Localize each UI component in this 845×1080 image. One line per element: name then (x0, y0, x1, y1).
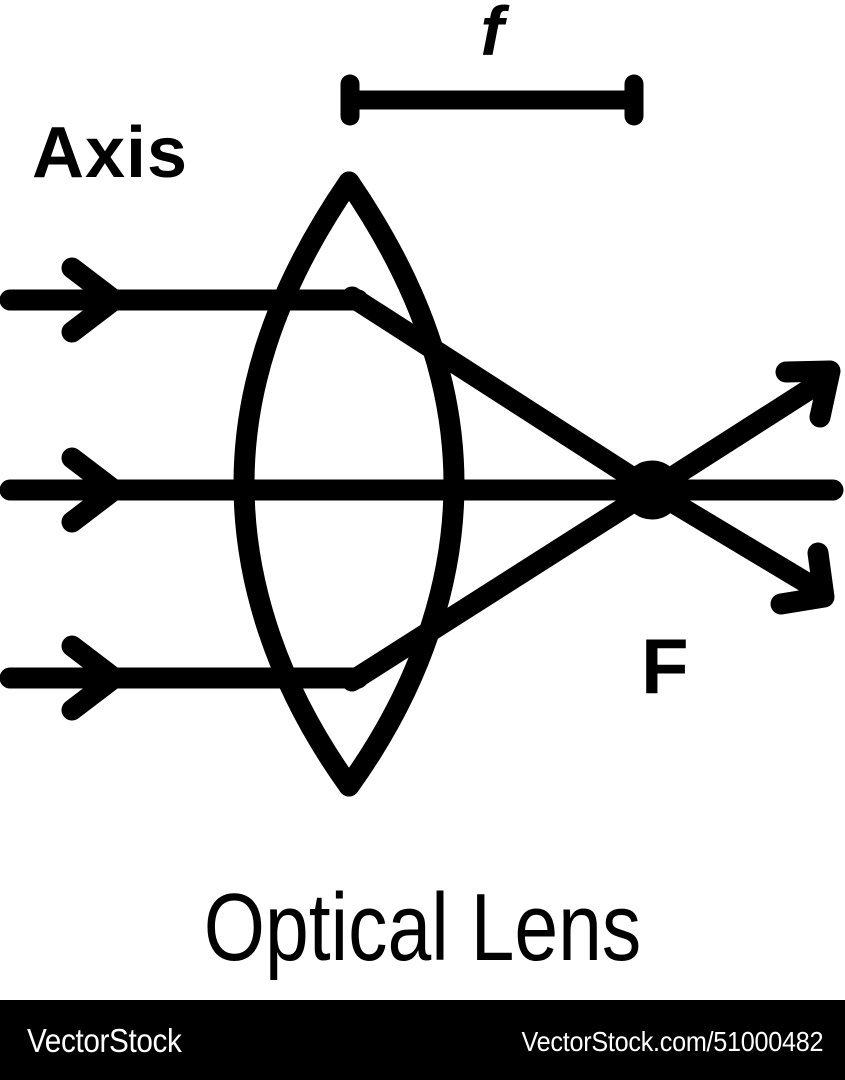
focal-length-label: f (480, 0, 510, 70)
lens-right-surface (338, 171, 465, 797)
diagram-title: Optical Lens (203, 874, 642, 981)
incoming-ray-top-arrowhead (61, 257, 125, 343)
watermark-footer: VectorStock VectorStock.com/51000482 (0, 1000, 845, 1080)
incoming-ray-middle-arrowhead (61, 447, 125, 533)
biconvex-lens (233, 171, 465, 797)
outgoing-ray-lower (641, 479, 828, 600)
incoming-ray-bottom-arrowhead (61, 635, 125, 721)
outgoing-ray-upper (641, 369, 835, 501)
outgoing-ray-lower-arrowhead (770, 542, 835, 615)
incoming-rays (0, 257, 651, 721)
vectorstock-brand: VectorStock (27, 1022, 182, 1059)
focal-point-ring (622, 460, 682, 520)
refracted-ray-bottom (341, 479, 663, 692)
axis-label: Axis (32, 113, 188, 193)
optical-lens-diagram: f Axis (0, 0, 844, 797)
lens-left-surface (233, 171, 360, 797)
outgoing-rays (641, 360, 844, 615)
outgoing-ray-upper-arrowhead (775, 360, 841, 428)
refracted-ray-top (341, 286, 663, 501)
vectorstock-url: VectorStock.com/51000482 (521, 1026, 823, 1057)
refracted-rays (341, 286, 663, 692)
focal-point-label: F (641, 622, 689, 710)
focal-length-dimension (340, 74, 644, 126)
